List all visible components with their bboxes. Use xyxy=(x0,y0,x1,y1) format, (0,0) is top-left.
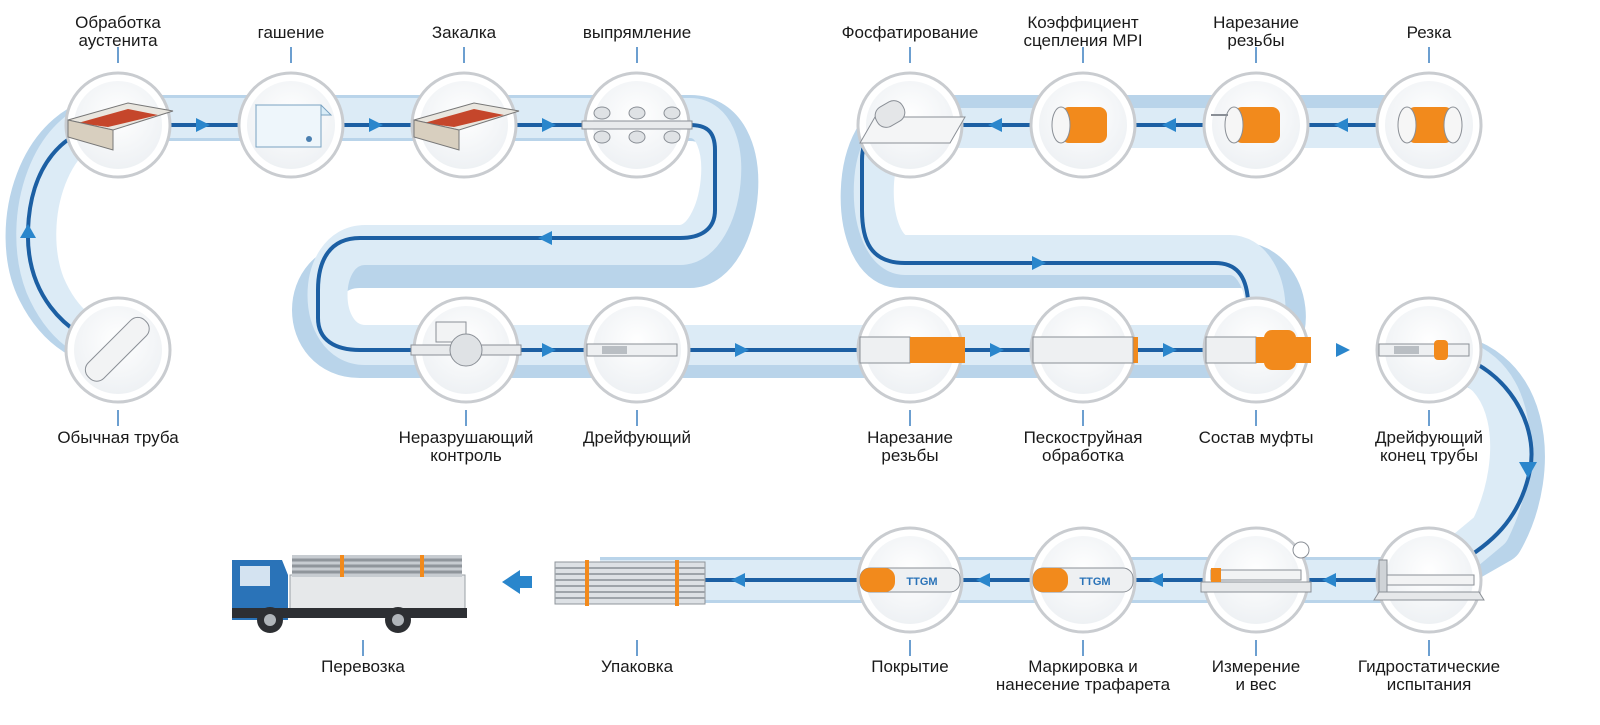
node-coupling xyxy=(1202,296,1311,404)
arrow-left-large-icon xyxy=(502,570,532,594)
arrow-left-icon xyxy=(1334,118,1348,132)
node-austenite xyxy=(64,71,174,179)
label-coupling: Состав муфты xyxy=(1199,428,1314,447)
sandblast-icon xyxy=(1032,336,1138,364)
ndt-scanner-icon xyxy=(410,321,522,367)
node-ndt xyxy=(410,296,522,404)
arrow-left-icon xyxy=(538,231,552,245)
node-phosphate xyxy=(856,71,966,179)
arrow-up-icon xyxy=(20,224,36,238)
label-transport: Перевозка xyxy=(321,657,405,676)
label-connectors xyxy=(117,47,1430,656)
node-sandblast xyxy=(1029,296,1138,404)
arrow-left-icon xyxy=(1149,573,1163,587)
stamp-text: TTGM xyxy=(906,576,937,588)
drift-end-icon xyxy=(1378,340,1470,360)
label-phosphate: Фосфатирование xyxy=(842,23,979,42)
scale-icon xyxy=(1200,541,1312,593)
coating-icon: TTGM xyxy=(859,567,961,593)
label-packing: Упаковка xyxy=(601,657,674,676)
node-mpi xyxy=(1029,71,1137,179)
arrow-down-icon xyxy=(1519,462,1537,478)
hydro-test-icon xyxy=(1373,559,1485,601)
arrow-left-icon xyxy=(731,573,745,587)
arrow-right-icon xyxy=(196,118,210,132)
furnace-icon xyxy=(413,102,520,151)
stamp-text: TTGM xyxy=(1079,576,1110,588)
node-hardening xyxy=(410,71,520,179)
pipe-threading-icon xyxy=(859,336,965,364)
node-plain_pipe xyxy=(64,296,172,404)
node-drift_end xyxy=(1375,296,1483,404)
arrow-right-icon xyxy=(542,118,556,132)
label-quench: гашение xyxy=(258,23,325,42)
node-drift xyxy=(583,296,691,404)
station-nodes: TTGM TTGM xyxy=(64,71,1485,634)
mpi-coupling-icon xyxy=(1051,106,1107,144)
node-hydro xyxy=(1373,526,1485,634)
node-coating: TTGM xyxy=(856,526,964,634)
coupling-blank-icon xyxy=(1397,106,1463,144)
straightener-rolls-icon xyxy=(581,106,693,144)
phosphate-bath-icon xyxy=(859,100,966,144)
arrow-right-icon xyxy=(1032,256,1046,270)
node-cut xyxy=(1375,71,1483,179)
node-thread1 xyxy=(1202,71,1310,179)
label-coating: Покрытие xyxy=(871,657,949,676)
label-cut: Резка xyxy=(1407,23,1452,42)
label-plain-pipe: Обычная труба xyxy=(57,428,179,447)
marking-icon: TTGM xyxy=(1032,567,1134,593)
arrow-left-icon xyxy=(988,118,1002,132)
label-straighten: выпрямление xyxy=(583,23,691,42)
arrow-right-icon xyxy=(369,118,383,132)
arrow-left-icon xyxy=(1162,118,1176,132)
node-marking: TTGM xyxy=(1029,526,1137,634)
node-thread2 xyxy=(856,296,965,404)
pipe-bundle-icon xyxy=(554,560,706,606)
furnace-icon xyxy=(67,102,174,151)
thread-cutter-icon xyxy=(1211,106,1280,144)
flow-arrows xyxy=(20,118,1537,594)
arrow-right-icon xyxy=(990,343,1004,357)
coupling-assembly-icon xyxy=(1205,330,1311,370)
arrow-right-icon xyxy=(1163,343,1177,357)
arrow-right-icon xyxy=(735,343,749,357)
arrow-left-icon xyxy=(1322,573,1336,587)
node-measure xyxy=(1200,526,1312,634)
node-quench xyxy=(237,71,345,179)
node-straighten xyxy=(581,71,693,179)
arrow-left-icon xyxy=(976,573,990,587)
label-drift: Дрейфующий xyxy=(583,428,691,447)
quench-tank-icon xyxy=(254,104,333,148)
truck-icon xyxy=(232,555,467,633)
plain-pipe-icon xyxy=(84,316,150,382)
drift-mandrel-icon xyxy=(586,343,678,357)
arrow-right-icon xyxy=(1336,343,1350,357)
arrow-right-icon xyxy=(542,343,556,357)
label-hardening: Закалка xyxy=(432,23,497,42)
